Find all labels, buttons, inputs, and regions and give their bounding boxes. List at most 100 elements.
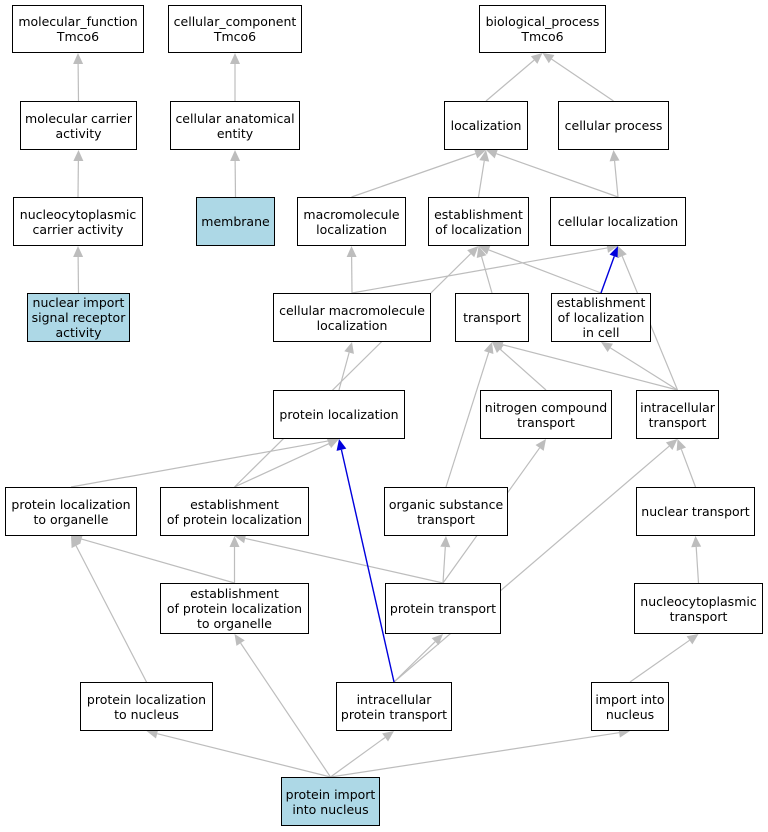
arrowhead-protein_loc-to-cell_macromol_loc: [344, 342, 354, 354]
node-localization[interactable]: localization: [444, 101, 528, 150]
arrowhead-estab_prot_loc_org-to-estab_prot_loc: [229, 536, 240, 547]
edge-transport-to-estab_loc: [480, 256, 493, 294]
edge-nucleocyto_transport-to-nuclear_transport: [695, 546, 700, 584]
edge-protein_transport-to-organic_transport: [442, 546, 446, 584]
arrowhead-prot_loc_nucleus-to-prot_loc_organelle: [71, 536, 81, 549]
arrowhead-protein_transport-to-nitrogen_transport: [535, 439, 546, 451]
arrowhead-estab_prot_loc-to-protein_loc: [326, 439, 339, 449]
node-protein-localization[interactable]: protein localization: [273, 390, 405, 439]
edge-estab_prot_loc_org-to-prot_loc_organelle: [81, 538, 235, 584]
arrowhead-nucleo_carrier-to-mol_carrier: [73, 150, 84, 162]
arrowhead-estab_prot_loc-to-estab_loc: [467, 246, 479, 258]
edge-macromol_loc-to-localization: [351, 153, 476, 198]
edge-organic_transport-to-transport: [445, 352, 490, 488]
node-protein-localization-to-organelle[interactable]: protein localization to organelle: [5, 487, 137, 536]
edge-localization-to-bp_root: [485, 59, 535, 102]
edge-intracell_transport-to-estab_loc_cell: [609, 347, 678, 391]
edge-estab_loc_cell-to-cell_loc: [600, 256, 615, 294]
node-cellular-macromolecule-localization[interactable]: cellular macromolecule localization: [273, 293, 431, 342]
arrowhead-membrane-to-cell_anat: [230, 150, 241, 162]
arrowhead-intracell_prot_transport-to-protein_loc: [336, 439, 347, 451]
edge-estab_loc_cell-to-estab_loc: [488, 249, 602, 294]
edge-prot_import_nucleus-to-prot_loc_nucleus: [157, 733, 331, 778]
edge-intracell_prot_transport-to-protein_transport: [393, 641, 436, 683]
edge-cell_loc-to-cell_process: [613, 160, 619, 198]
node-intracellular-protein-transport[interactable]: intracellular protein transport: [336, 682, 452, 731]
arrowhead-cell_macromol_loc-to-macromol_loc: [346, 246, 357, 258]
node-establishment-of-protein-localization-to-organelle[interactable]: establishment of protein localization to…: [160, 583, 309, 634]
arrowhead-prot_import_nucleus-to-intracell_prot_transport: [382, 731, 394, 742]
arrowhead-intracell_transport-to-cell_loc: [617, 246, 627, 259]
arrowhead-estab_loc-to-localization: [479, 150, 490, 162]
arrowhead-macromol_loc-to-localization: [473, 148, 486, 159]
arrowhead-protein_transport-to-organic_transport: [440, 536, 451, 548]
node-cellular-anatomical-entity[interactable]: cellular anatomical entity: [170, 101, 300, 150]
arrowhead-import_nucleus-to-nucleocyto_transport: [686, 634, 699, 645]
edge-nuclear_transport-to-intracell_transport: [680, 449, 697, 488]
arrowhead-cell_loc-to-localization: [486, 148, 499, 159]
edge-estab_prot_loc-to-protein_loc: [234, 443, 330, 488]
arrowhead-cell_loc-to-cell_process: [609, 150, 620, 162]
node-establishment-of-protein-localization[interactable]: establishment of protein localization: [160, 487, 309, 536]
edge-cell_loc-to-localization: [496, 153, 619, 198]
node-protein-transport[interactable]: protein transport: [385, 583, 501, 634]
arrowhead-intracell_transport-to-estab_loc_cell: [601, 342, 613, 353]
arrowhead-prot_import_nucleus-to-estab_prot_loc_org: [234, 634, 245, 646]
node-membrane[interactable]: membrane: [196, 197, 275, 246]
node-cellular-component-root[interactable]: cellular_component Tmco6: [168, 5, 302, 53]
node-biological-process-root[interactable]: biological_process Tmco6: [479, 5, 606, 53]
edge-prot_import_nucleus-to-estab_prot_loc_org: [240, 642, 331, 778]
node-organic-substance-transport[interactable]: organic substance transport: [384, 487, 508, 536]
arrowhead-nuc_import_receptor-to-nucleo_carrier: [73, 246, 84, 258]
arrowhead-intracell_prot_transport-to-intracell_transport: [665, 439, 678, 450]
arrowhead-nuclear_transport-to-intracell_transport: [676, 439, 687, 452]
node-molecular-carrier-activity[interactable]: molecular carrier activity: [20, 101, 137, 150]
node-cellular-localization[interactable]: cellular localization: [550, 197, 686, 246]
edge-cell_macromol_loc-to-cell_loc: [351, 247, 608, 294]
arrowhead-intracell_transport-to-transport: [492, 339, 504, 350]
arrowhead-localization-to-bp_root: [530, 53, 543, 64]
edge-protein_transport-to-estab_prot_loc: [245, 537, 444, 584]
node-intracellular-transport[interactable]: intracellular transport: [636, 390, 719, 439]
edge-estab_prot_loc-to-estab_loc: [234, 253, 472, 488]
node-nitrogen-compound-transport[interactable]: nitrogen compound transport: [480, 390, 612, 439]
edge-prot_loc_nucleus-to-prot_loc_organelle: [75, 545, 148, 683]
edge-cell_process-to-bp_root: [551, 58, 614, 102]
node-nuclear-transport[interactable]: nuclear transport: [636, 487, 755, 536]
arrowhead-estab_loc_cell-to-estab_loc: [478, 245, 491, 255]
arrowhead-organic_transport-to-transport: [483, 342, 494, 354]
node-cellular-process[interactable]: cellular process: [558, 101, 669, 150]
arrowhead-mol_carrier-to-mf_root: [73, 53, 84, 65]
node-macromolecule-localization[interactable]: macromolecule localization: [297, 197, 406, 246]
node-nucleocytoplasmic-transport[interactable]: nucleocytoplasmic transport: [634, 583, 763, 634]
node-molecular-function-root[interactable]: molecular_function Tmco6: [12, 5, 144, 53]
edge-protein_loc-to-cell_macromol_loc: [338, 352, 350, 391]
arrowhead-transport-to-estab_loc: [476, 246, 487, 258]
edge-intracell_prot_transport-to-intracell_transport: [393, 445, 670, 683]
edge-import_nucleus-to-nucleocyto_transport: [629, 639, 690, 683]
arrowhead-nucleocyto_transport-to-nuclear_transport: [691, 536, 702, 548]
arrowhead-prot_import_nucleus-to-prot_loc_nucleus: [146, 728, 159, 739]
arrowhead-cell_process-to-bp_root: [542, 53, 555, 64]
arrowhead-cell_anat-to-cc_root: [230, 53, 240, 64]
edge-prot_import_nucleus-to-import_nucleus: [330, 732, 620, 778]
edge-prot_loc_organelle-to-protein_loc: [70, 440, 329, 488]
arrowhead-estab_prot_loc_org-to-prot_loc_organelle: [71, 534, 83, 544]
node-protein-localization-to-nucleus[interactable]: protein localization to nucleus: [80, 682, 213, 731]
node-transport[interactable]: transport: [455, 293, 529, 342]
edge-intracell_prot_transport-to-protein_loc: [340, 449, 395, 683]
edge-intracell_transport-to-transport: [502, 344, 678, 391]
arrowhead-estab_loc_cell-to-cell_loc: [609, 246, 619, 259]
node-establishment-of-localization[interactable]: establishment of localization: [428, 197, 529, 246]
arrowhead-intracell_prot_transport-to-protein_transport: [431, 634, 443, 646]
edge-estab_loc-to-localization: [477, 160, 485, 198]
node-protein-import-into-nucleus[interactable]: protein import into nucleus: [281, 777, 380, 826]
node-nucleocytoplasmic-carrier-activity[interactable]: nucleocytoplasmic carrier activity: [13, 197, 143, 246]
edge-prot_import_nucleus-to-intracell_prot_transport: [330, 736, 386, 778]
node-establishment-of-localization-in-cell[interactable]: establishment of localization in cell: [551, 293, 651, 342]
edge-nitrogen_transport-to-transport: [499, 348, 547, 391]
node-import-into-nucleus[interactable]: import into nucleus: [591, 682, 669, 731]
node-nuclear-import-signal-receptor-activity[interactable]: nuclear import signal receptor activity: [27, 293, 130, 342]
